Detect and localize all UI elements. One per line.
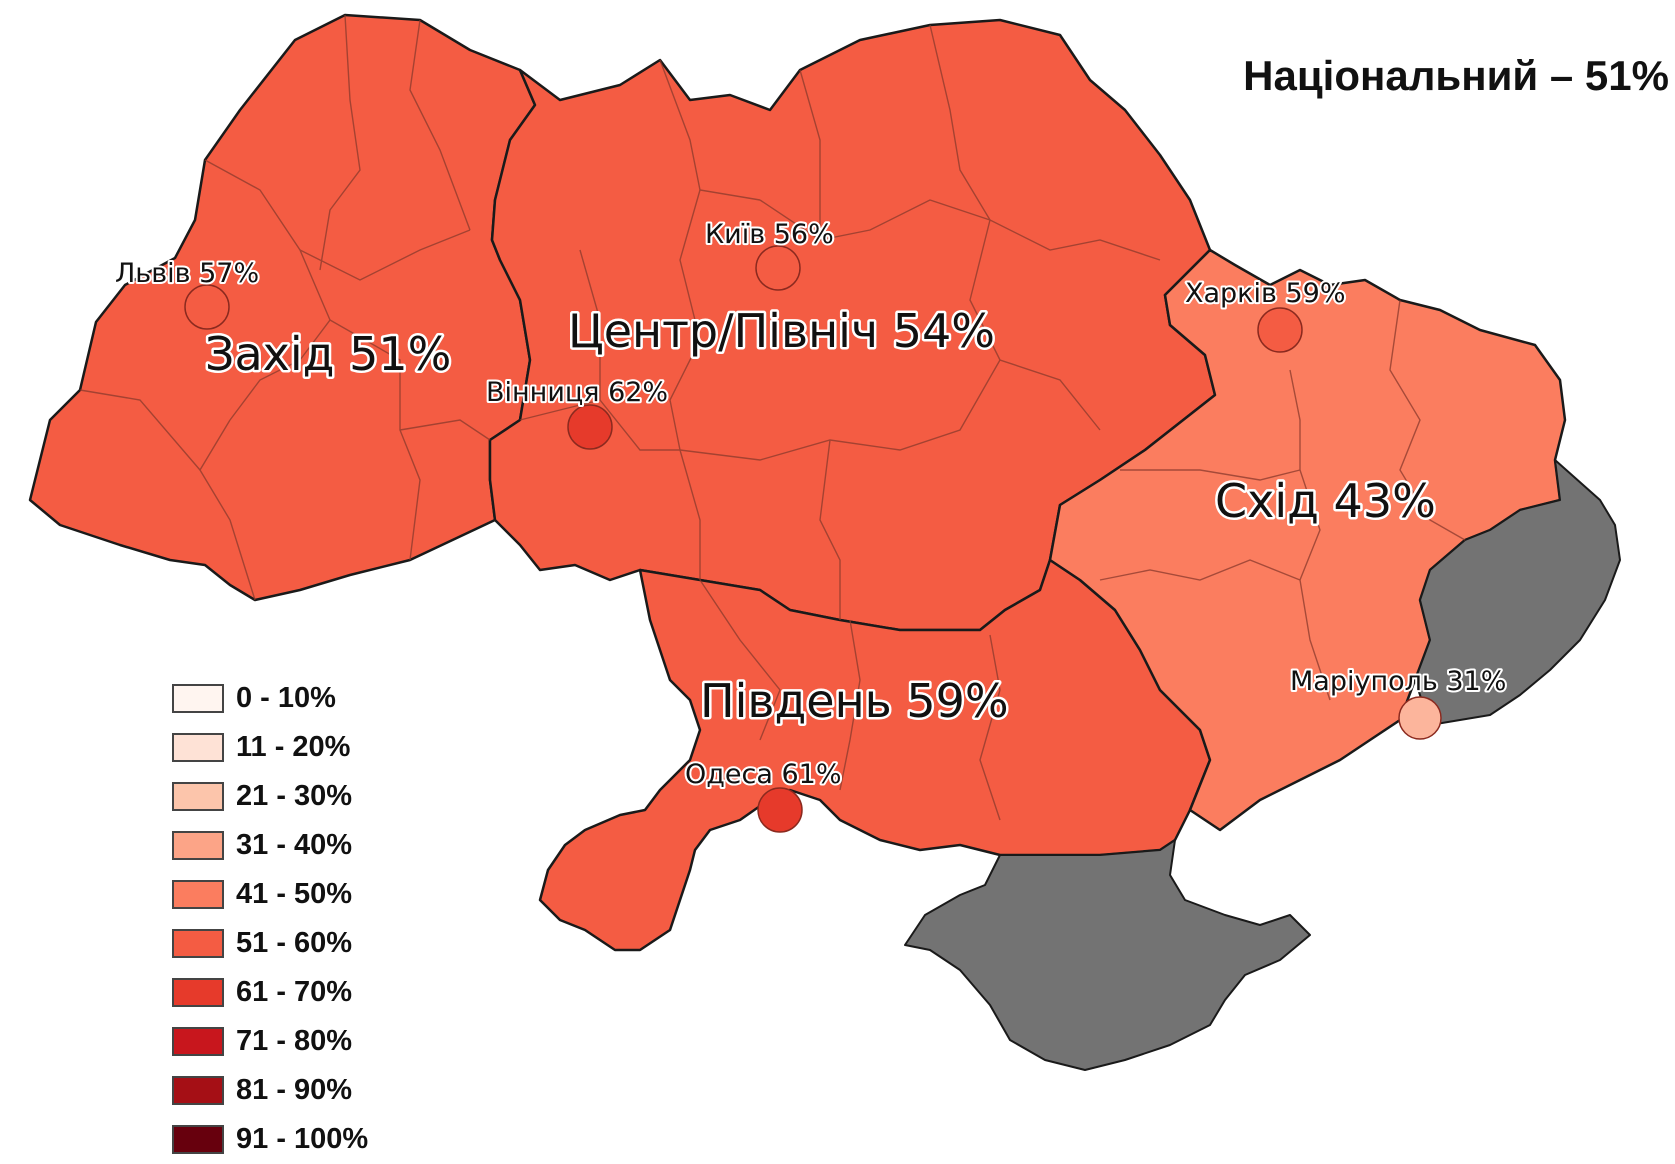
city-label-kharkiv: Харків 59%	[1185, 278, 1346, 309]
legend-swatch	[172, 733, 224, 762]
region-label-center: Центр/Північ 54%	[568, 304, 995, 358]
city-marker-kyiv[interactable]	[755, 245, 801, 291]
legend-label: 41 - 50%	[236, 878, 353, 910]
legend-label: 0 - 10%	[236, 682, 336, 714]
legend-item: 91 - 100%	[172, 1115, 368, 1164]
region-west[interactable]	[28, 13, 537, 602]
legend: 0 - 10% 11 - 20% 21 - 30% 31 - 40% 41 - …	[172, 674, 368, 1164]
legend-item: 71 - 80%	[172, 1017, 368, 1066]
city-label-vinnytsia: Вінниця 62%	[486, 377, 668, 408]
city-marker-lviv[interactable]	[184, 284, 230, 330]
legend-swatch	[172, 1125, 224, 1154]
occupied-donbas	[1414, 459, 1621, 726]
occupied-crimea	[904, 839, 1311, 1071]
oblast-boundaries	[79, 14, 1466, 821]
legend-item: 61 - 70%	[172, 968, 368, 1017]
legend-swatch	[172, 684, 224, 713]
national-total: Національний – 51%	[1243, 52, 1669, 99]
region-label-east: Схід 43%	[1215, 474, 1436, 528]
city-label-odesa: Одеса 61%	[685, 759, 842, 790]
legend-swatch	[172, 978, 224, 1007]
legend-swatch	[172, 1076, 224, 1105]
legend-item: 41 - 50%	[172, 870, 368, 919]
legend-label: 71 - 80%	[236, 1025, 353, 1057]
city-marker-kharkiv[interactable]	[1257, 307, 1303, 353]
legend-swatch	[172, 1027, 224, 1056]
city-marker-mariupol[interactable]	[1398, 696, 1442, 740]
legend-swatch	[172, 929, 224, 958]
city-marker-vinnytsia[interactable]	[567, 404, 613, 450]
city-label-kyiv: Київ 56%	[705, 219, 834, 250]
legend-swatch	[172, 782, 224, 811]
legend-item: 0 - 10%	[172, 674, 368, 723]
legend-label: 11 - 20%	[236, 731, 351, 763]
legend-label: 91 - 100%	[236, 1123, 369, 1155]
region-label-south: Південь 59%	[700, 674, 1009, 728]
city-label-lviv: Львів 57%	[115, 258, 259, 289]
legend-item: 81 - 90%	[172, 1066, 368, 1115]
legend-item: 11 - 20%	[172, 723, 368, 772]
city-label-mariupol: Маріуполь 31%	[1290, 666, 1506, 697]
legend-item: 51 - 60%	[172, 919, 368, 968]
legend-item: 21 - 30%	[172, 772, 368, 821]
region-south[interactable]	[538, 558, 1212, 952]
legend-item: 31 - 40%	[172, 821, 368, 870]
legend-label: 51 - 60%	[236, 927, 353, 959]
city-marker-odesa[interactable]	[757, 787, 803, 833]
legend-label: 21 - 30%	[236, 780, 353, 812]
region-label-west: Захід 51%	[205, 327, 451, 381]
legend-label: 31 - 40%	[236, 829, 353, 861]
legend-swatch	[172, 831, 224, 860]
legend-label: 61 - 70%	[236, 976, 353, 1008]
legend-swatch	[172, 880, 224, 909]
legend-label: 81 - 90%	[236, 1074, 353, 1106]
